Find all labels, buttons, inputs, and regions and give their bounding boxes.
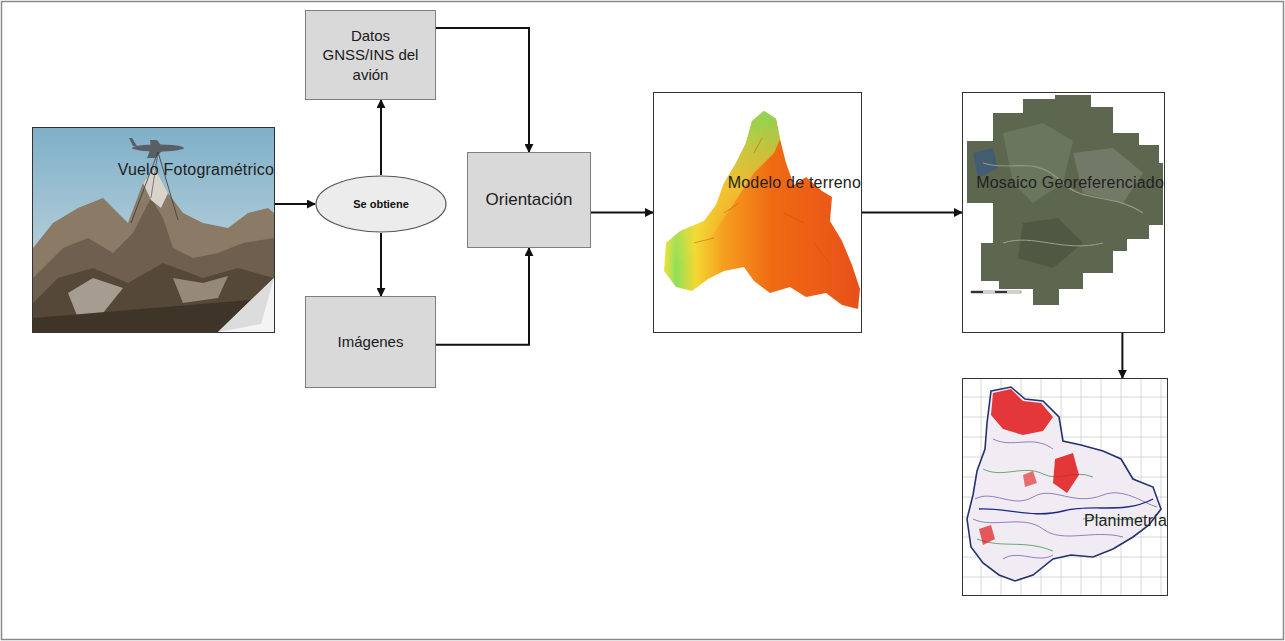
terrain-model	[664, 111, 860, 309]
flight-illustration	[33, 128, 274, 332]
flow-arrow	[591, 212, 653, 214]
process-box: Imágenes	[305, 296, 436, 388]
flow-arrow	[380, 100, 382, 175]
panel-heading: Mosaico Georeferenciado	[976, 174, 1164, 192]
panel-heading: Planimetría	[1084, 512, 1167, 530]
flow-arrow	[862, 212, 962, 214]
image-frame: Planimetría	[962, 378, 1168, 596]
panel-heading: Vuelo Fotogramétrico	[118, 161, 274, 179]
process-box: Datos GNSS/INS del avión	[305, 10, 436, 100]
photo-frame: Vuelo Fotogramétrico	[32, 127, 275, 333]
node-label: Orientación	[486, 189, 573, 211]
image-frame: Modelo de terreno	[653, 92, 862, 333]
flow-arrow	[436, 28, 529, 152]
node-label: Datos GNSS/INS del avión	[314, 26, 427, 85]
node-label: Se obtiene	[353, 197, 409, 212]
panel-heading: Modelo de terreno	[728, 174, 861, 192]
orthomosaic	[967, 95, 1163, 305]
image-frame: Mosaico Georeferenciado	[962, 92, 1165, 333]
flow-arrow	[436, 248, 529, 345]
flow-arrow	[275, 203, 315, 205]
flow-arrow	[1121, 333, 1123, 378]
process-ellipse: Se obtiene	[315, 175, 447, 233]
flow-arrow	[380, 233, 382, 296]
node-label: Imágenes	[338, 332, 404, 352]
process-box: Orientación	[467, 152, 591, 248]
planimetry-map	[963, 379, 1167, 595]
